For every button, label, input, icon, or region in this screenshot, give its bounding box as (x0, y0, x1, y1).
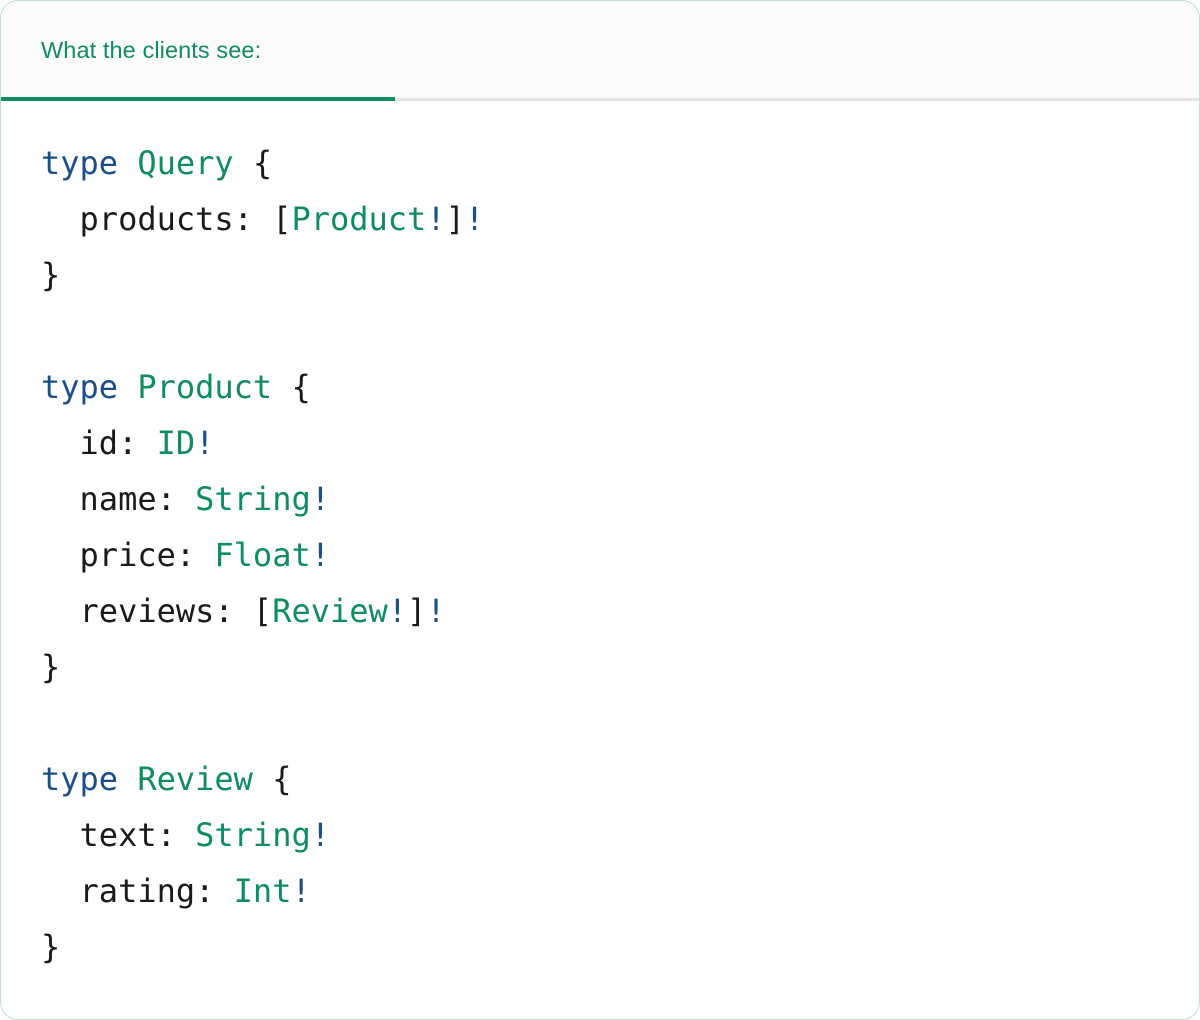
code-token-punct: : [ (214, 592, 273, 630)
code-line: } (41, 919, 1199, 975)
code-token-field: id (79, 424, 119, 462)
code-token-punct (41, 872, 80, 910)
active-tab-underline (1, 97, 395, 101)
code-token-punct (41, 816, 80, 854)
code-token-bang: ! (310, 480, 330, 518)
code-token-punct: : (195, 872, 234, 910)
code-token-punct: : [ (233, 200, 292, 238)
code-token-type: Float (214, 536, 311, 574)
code-line: type Product { (41, 359, 1199, 415)
code-token-field: products (79, 200, 234, 238)
code-token-punct (118, 760, 137, 798)
code-token-bang: ! (464, 200, 485, 238)
tab-label: What the clients see: (41, 37, 262, 63)
code-token-punct (41, 424, 80, 462)
code-token-kw: type (41, 760, 119, 798)
code-line: type Review { (41, 751, 1199, 807)
code-token-punct: : (118, 424, 157, 462)
code-line: id: ID! (41, 415, 1199, 471)
code-token-type: String (195, 816, 311, 854)
code-line: price: Float! (41, 527, 1199, 583)
code-token-punct: { (252, 760, 292, 798)
code-token-bang: ! (195, 424, 215, 462)
code-token-type: Product (137, 368, 273, 406)
code-token-punct: } (41, 256, 61, 294)
code-token-type: Review (137, 760, 253, 798)
code-token-bang: ! (310, 536, 330, 574)
code-token-punct: { (272, 368, 311, 406)
code-token-type: Review (272, 592, 388, 630)
tab-what-the-clients-see[interactable]: What the clients see: (1, 1, 395, 100)
code-token-punct (41, 200, 80, 238)
code-token-punct: ] (407, 592, 427, 630)
code-token-field: reviews (79, 592, 215, 630)
code-token-field: text (79, 816, 157, 854)
code-line: type Query { (41, 135, 1199, 191)
code-token-punct: } (41, 648, 61, 686)
code-token-punct (118, 368, 137, 406)
tab-strip-rule (395, 98, 1199, 101)
code-token-bang: ! (291, 872, 311, 910)
code-token-field: rating (79, 872, 196, 910)
code-line: rating: Int! (41, 863, 1199, 919)
code-token-bang: ! (387, 592, 408, 630)
code-token-punct: : (175, 536, 215, 574)
code-panel[interactable]: type Query { products: [Product!]!}type … (1, 101, 1199, 1019)
code-line (41, 695, 1199, 751)
code-token-punct: } (41, 928, 61, 966)
code-token-bang: ! (426, 592, 446, 630)
code-token-type: String (195, 480, 311, 518)
code-line: } (41, 247, 1199, 303)
code-token-type: Product (291, 200, 427, 238)
code-line: name: String! (41, 471, 1199, 527)
code-token-punct: : (156, 816, 196, 854)
code-token-punct (41, 592, 80, 630)
tab-strip: What the clients see: (1, 1, 1199, 101)
code-token-bang: ! (426, 200, 446, 238)
code-line: text: String! (41, 807, 1199, 863)
code-token-punct (41, 536, 80, 574)
code-line: products: [Product!]! (41, 191, 1199, 247)
code-token-punct: ] (445, 200, 465, 238)
code-line (41, 303, 1199, 359)
code-line: reviews: [Review!]! (41, 583, 1199, 639)
code-token-punct (41, 480, 80, 518)
code-token-kw: type (41, 368, 119, 406)
code-token-punct: : (156, 480, 196, 518)
code-line: } (41, 639, 1199, 695)
code-token-field: price (79, 536, 176, 574)
code-token-type: Int (233, 872, 292, 910)
code-token-kw: type (41, 144, 119, 182)
code-token-punct: { (233, 144, 273, 182)
code-token-field: name (79, 480, 157, 518)
code-token-punct (118, 144, 137, 182)
graphql-schema-code: type Query { products: [Product!]!}type … (41, 135, 1199, 975)
code-token-bang: ! (310, 816, 330, 854)
code-token-type: ID (156, 424, 196, 462)
code-token-type: Query (137, 144, 234, 182)
